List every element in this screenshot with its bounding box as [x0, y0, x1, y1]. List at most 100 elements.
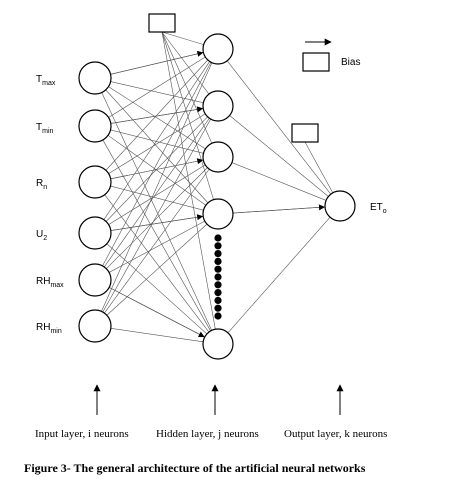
hidden-output-connection [232, 206, 326, 214]
hidden-input-arrowhead-icon [196, 214, 204, 221]
hidden-neuron [202, 90, 234, 122]
output-bias-box [291, 123, 319, 143]
input-hidden-connection [108, 56, 206, 118]
input-hidden-connection [103, 61, 210, 220]
input-hidden-connection [106, 167, 208, 269]
output-layer: ETo [324, 190, 387, 222]
hidden-neuron [202, 141, 234, 173]
ellipsis-dot [214, 312, 222, 320]
output-layer-caption: Output layer, k neurons [284, 428, 387, 440]
output-neuron [324, 190, 356, 222]
input-neuron [78, 309, 112, 343]
input-hidden-connection [101, 92, 212, 331]
input-hidden-connection [101, 62, 213, 312]
hidden-neuron [202, 33, 234, 65]
input-label-main: RH [36, 322, 50, 333]
input-hidden-connection [102, 139, 211, 332]
input-neuron [78, 263, 112, 297]
input-hidden-connection [108, 220, 205, 273]
ellipsis-dot [214, 265, 222, 273]
input-label: Rn [36, 178, 47, 191]
input-label-sub: min [50, 328, 61, 335]
input-hidden-connection [108, 164, 206, 225]
hidden-input-arrowhead-icon [196, 158, 204, 165]
ellipsis-dot [214, 242, 222, 250]
input-label-main: U [36, 229, 43, 240]
output-bias-connection [304, 141, 334, 193]
hidden-bias-box [148, 13, 176, 33]
input-hidden-connection [110, 185, 204, 211]
input-hidden-connection [109, 287, 205, 338]
ellipsis-dot [214, 296, 222, 304]
input-label: Tmin [36, 122, 53, 135]
input-label-main: T [36, 74, 42, 85]
input-label-sub: max [42, 80, 56, 87]
hidden-bias-connection [161, 31, 216, 330]
input-neuron [78, 109, 112, 143]
input-hidden-connection [104, 168, 210, 314]
hidden-output-connection [227, 217, 331, 333]
input-hidden-connection [108, 86, 206, 150]
input-label-sub: 2 [43, 235, 47, 242]
ellipsis-dot [214, 289, 222, 297]
hidden-neurons-ellipsis [214, 234, 222, 320]
input-hidden-connection [110, 81, 204, 103]
input-label: RHmin [36, 322, 62, 335]
input-hidden-connection [110, 159, 204, 180]
input-hidden-connection [103, 118, 210, 268]
hidden-bias-connection [161, 31, 210, 95]
output-input-arrowhead-icon [318, 204, 326, 211]
input-neuron [78, 216, 112, 250]
input-hidden-connection [110, 328, 204, 343]
input-neuron [78, 61, 112, 95]
output-label: ETo [370, 202, 387, 215]
connections [101, 31, 334, 343]
hidden-input-arrowhead-icon [196, 50, 204, 57]
input-hidden-connection [110, 129, 204, 154]
input-hidden-connection [102, 118, 211, 313]
hidden-output-connection [229, 115, 329, 197]
input-hidden-connection [110, 215, 204, 231]
hidden-output-connection [226, 60, 332, 195]
ellipsis-dot [214, 273, 222, 281]
ellipsis-dot [214, 250, 222, 258]
hidden-neuron [202, 198, 234, 230]
input-label: U2 [36, 229, 47, 242]
input-hidden-connection [106, 243, 208, 335]
input-label: RHmax [36, 276, 64, 289]
input-hidden-connection [108, 113, 206, 174]
input-label-main: RH [36, 276, 50, 287]
input-label: Tmax [36, 74, 56, 87]
hidden-input-arrowhead-icon [197, 331, 205, 338]
hidden-output-connection [231, 162, 327, 201]
hidden-neuron [202, 328, 234, 360]
legend-bias-box [302, 52, 330, 72]
input-label-sub: n [43, 184, 47, 191]
input-label-main: R [36, 178, 43, 189]
input-label-sub: max [50, 282, 64, 289]
input-label-main: T [36, 122, 42, 133]
input-neuron [78, 165, 112, 199]
output-label-sub: o [383, 208, 387, 215]
figure-caption: Figure 3- The general architecture of th… [24, 461, 366, 475]
output-label-main: ET [370, 202, 383, 213]
input-hidden-connection [104, 194, 210, 333]
hidden-bias-connection [161, 31, 213, 144]
hidden-layer-caption: Hidden layer, j neurons [156, 428, 259, 440]
hidden-bias-connection [161, 31, 204, 45]
input-hidden-connection [106, 223, 208, 316]
legend-bias-label: Bias [341, 57, 360, 68]
legend: Bias [302, 38, 360, 72]
input-hidden-connection [110, 108, 204, 124]
ellipsis-dot [214, 304, 222, 312]
ellipsis-dot [214, 281, 222, 289]
ellipsis-dot [214, 257, 222, 265]
hidden-input-arrowhead-icon [196, 106, 204, 113]
input-hidden-connection [105, 59, 209, 171]
ellipsis-dot [214, 234, 222, 242]
input-hidden-connection [110, 52, 204, 75]
hidden-layer [202, 33, 234, 360]
input-hidden-connection [107, 135, 206, 206]
